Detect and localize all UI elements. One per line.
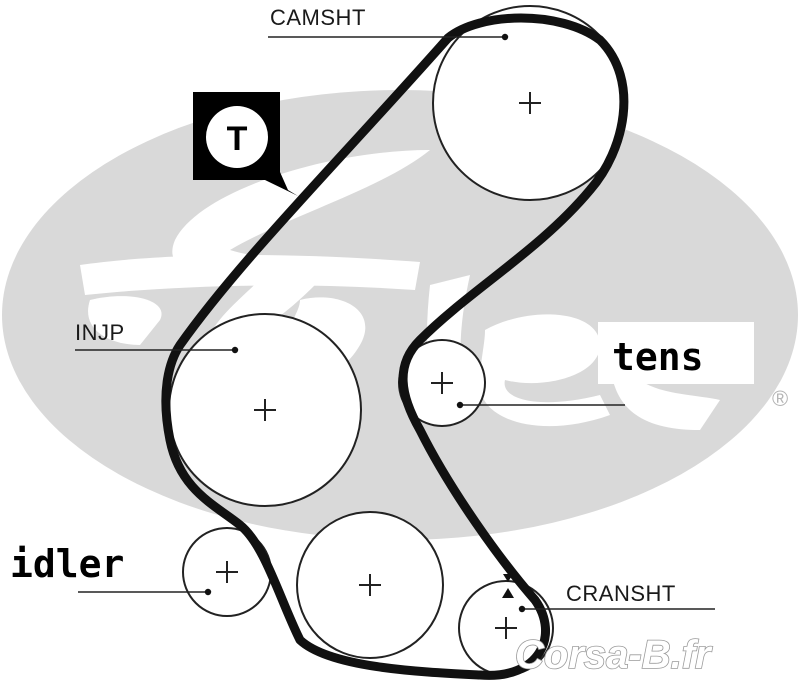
badge-circle [206,106,268,168]
crankshaft-leader-dot [518,605,526,613]
tens-label-patch [598,322,754,384]
intermediate-pulley [296,511,444,659]
leader-lines [75,33,715,613]
timing-belt [161,13,629,680]
injection-pump-pulley [168,313,362,507]
idler-leader-dot [204,588,212,596]
gates-logo-background: ® [2,90,798,540]
timing-mark-down-arrow [502,588,514,598]
timing-mark-up-arrow [503,574,513,582]
label-crankshaft: CRANSHT [566,581,676,606]
registered-mark: ® [772,386,788,411]
camshaft-pulley [432,5,628,201]
crankshaft-timing-mark [502,574,514,598]
tension-badge: T [193,92,298,196]
tensioner-leader-dot [456,401,464,409]
crankshaft-pulley [458,580,554,676]
label-camshaft: CAMSHT [270,5,366,30]
badge-letter: T [227,120,248,158]
label-tensioner: tens [612,335,704,379]
label-idler: idler [10,542,124,586]
site-watermark: Corsa-B.fr [515,633,713,677]
label-injection-pump: INJP [75,320,125,345]
camshaft-leader-dot [501,33,509,41]
pulleys [168,5,628,676]
injection-leader-dot [231,346,239,354]
